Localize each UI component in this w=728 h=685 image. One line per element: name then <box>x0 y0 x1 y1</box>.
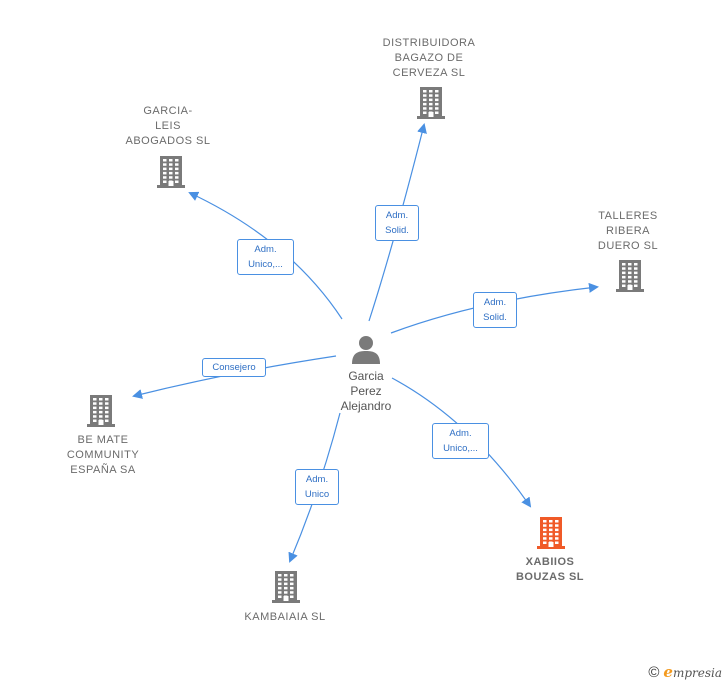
role-badge[interactable]: Adm. Unico,... <box>432 423 489 459</box>
company-name[interactable]: DISTRIBUIDORA BAGAZO DE CERVEZA SL <box>382 37 476 79</box>
role-badge[interactable]: Adm. Unico <box>295 469 339 505</box>
role-badge[interactable]: Adm. Solid. <box>473 292 517 328</box>
role-badge[interactable]: Adm. Solid. <box>375 205 419 241</box>
building-icon[interactable] <box>155 155 187 189</box>
building-icon[interactable] <box>270 570 302 604</box>
person-icon[interactable] <box>350 334 382 364</box>
company-name[interactable]: XABIIOS BOUZAS SL <box>515 556 585 583</box>
company-name[interactable]: KAMBAIAIA SL <box>244 611 326 623</box>
company-name[interactable]: TALLERES RIBERA DUERO SL <box>597 210 659 252</box>
footer-brand: © empresia <box>648 663 722 681</box>
role-badge[interactable]: Consejero <box>202 358 266 377</box>
role-badge[interactable]: Adm. Unico,... <box>237 239 294 275</box>
copyright-icon: © <box>648 663 660 681</box>
brand-logo[interactable]: empresia <box>663 663 722 681</box>
company-name[interactable]: GARCIA- LEIS ABOGADOS SL <box>125 105 211 147</box>
building-icon[interactable] <box>85 394 117 428</box>
building-icon[interactable] <box>415 86 447 120</box>
company-name[interactable]: BE MATE COMMUNITY ESPAÑA SA <box>66 434 140 476</box>
building-icon[interactable] <box>535 516 567 550</box>
person-name[interactable]: Garcia Perez Alejandro <box>340 369 392 413</box>
building-icon[interactable] <box>614 259 646 293</box>
